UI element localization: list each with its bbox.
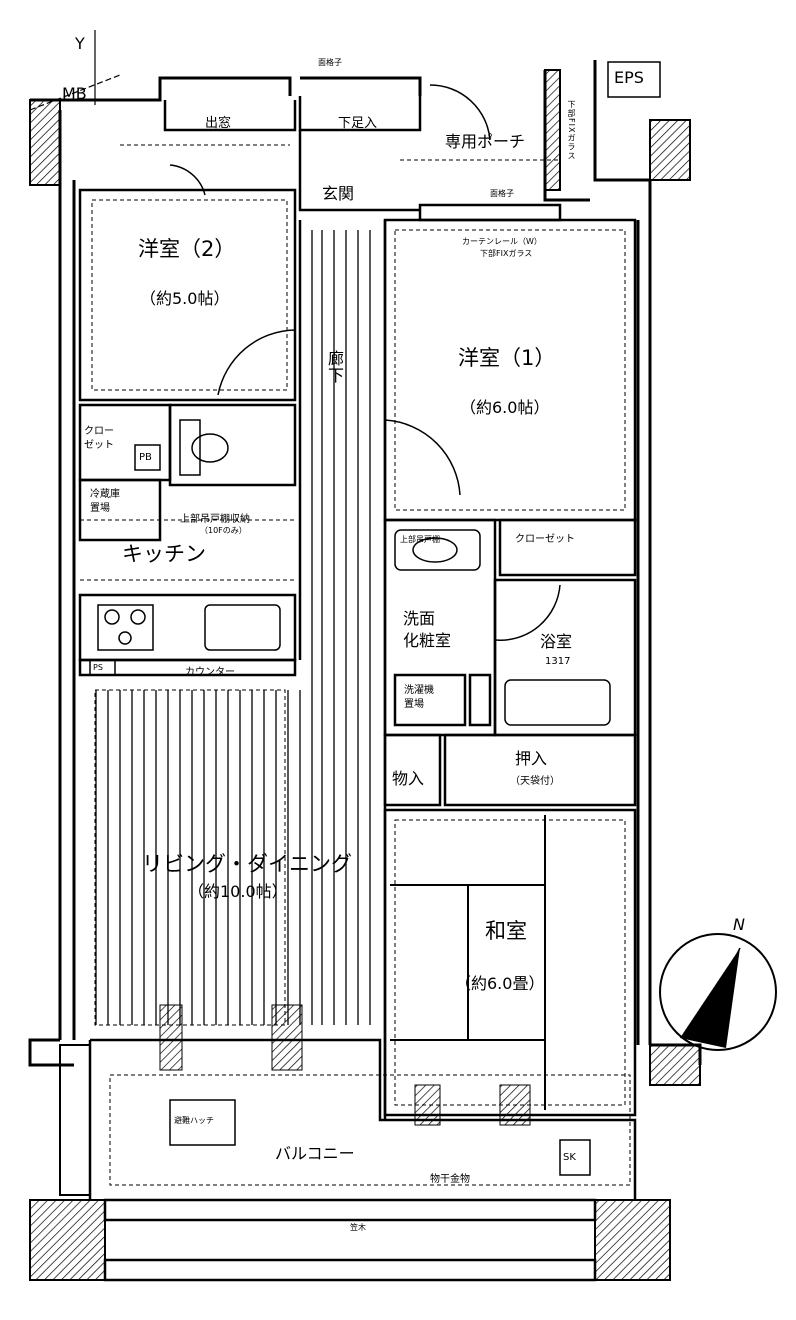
tatami-mats [390, 815, 546, 1110]
north-compass [659, 933, 777, 1051]
north-label: N [733, 915, 745, 934]
upper-cabinet-label: 上部吊戸棚 [400, 535, 440, 544]
mb-label: MB [62, 84, 87, 103]
glass-label: 下部FIXガラス [480, 249, 533, 258]
room-kitchen: キッチン [122, 542, 206, 566]
closet-w2-label: クロー ゼット [84, 426, 114, 451]
room-entrance: 玄関 [322, 184, 355, 203]
room-washroom: 洗面 化粧室 [403, 609, 452, 650]
hand-rail-label: 笠木 [350, 1223, 366, 1232]
exit-window-label: 出窓 [205, 116, 232, 131]
window-hatches [159, 1004, 531, 1126]
floor-stripes [95, 230, 371, 1025]
upper-storage-label: 上部吊戸棚収納 [180, 514, 250, 525]
shoe-storage-label: 下足入 [338, 116, 378, 131]
ps-label: PS [93, 663, 103, 672]
room-living-area: （約10.0帖） [188, 882, 288, 901]
fence-label: 面格子 [490, 189, 514, 198]
y-label: Y [75, 34, 85, 53]
room-japanese-name: 和室 [485, 919, 527, 943]
door-swings [169, 84, 561, 641]
vertical-note-label: 下部FIXガラス [567, 100, 576, 161]
monohoshi-label: 物干金物 [430, 1174, 470, 1185]
room-japanese-area: （約6.0畳） [455, 974, 545, 993]
washer-label: 洗濯機 置場 [404, 685, 434, 710]
room-porch: 専用ポーチ [445, 132, 526, 151]
room-western2-name: 洋室（2） [138, 237, 236, 261]
room-western2-area: （約5.0帖） [140, 289, 230, 308]
y-axis-marker [29, 30, 121, 111]
room-bath: 浴室 [540, 632, 573, 651]
columns [29, 69, 701, 1281]
room-western1-name: 洋室（1） [458, 346, 556, 370]
pb-label: PB [139, 452, 152, 463]
hatch-label: 避難ハッチ [174, 1116, 214, 1125]
fridge-label: 冷蔵庫 置場 [90, 489, 120, 514]
curtain-rail-label: カーテンレール（W） [462, 237, 542, 246]
closet-w1-label: クローゼット [515, 534, 575, 545]
room-living-name: リビング・ダイニング [142, 852, 352, 876]
room-balcony: バルコニー [275, 1144, 355, 1163]
eps-label: EPS [614, 68, 644, 87]
fence-top-label: 面格子 [318, 58, 342, 67]
tenbukuro-label: （天袋付） [510, 776, 560, 787]
storage-label: 物入 [392, 769, 425, 788]
tenf-only-label: （10Fのみ） [200, 526, 247, 535]
room-corridor: 廊下 [325, 350, 344, 384]
room-western1-area: （約6.0帖） [460, 398, 550, 417]
fixtures [89, 61, 661, 1176]
sk-label: SK [563, 1152, 576, 1163]
outer-walls [28, 60, 702, 1067]
bath-size: 1317 [545, 656, 571, 667]
oshiire-label: 押入 [515, 749, 548, 768]
counter-label: カウンター [185, 667, 235, 678]
